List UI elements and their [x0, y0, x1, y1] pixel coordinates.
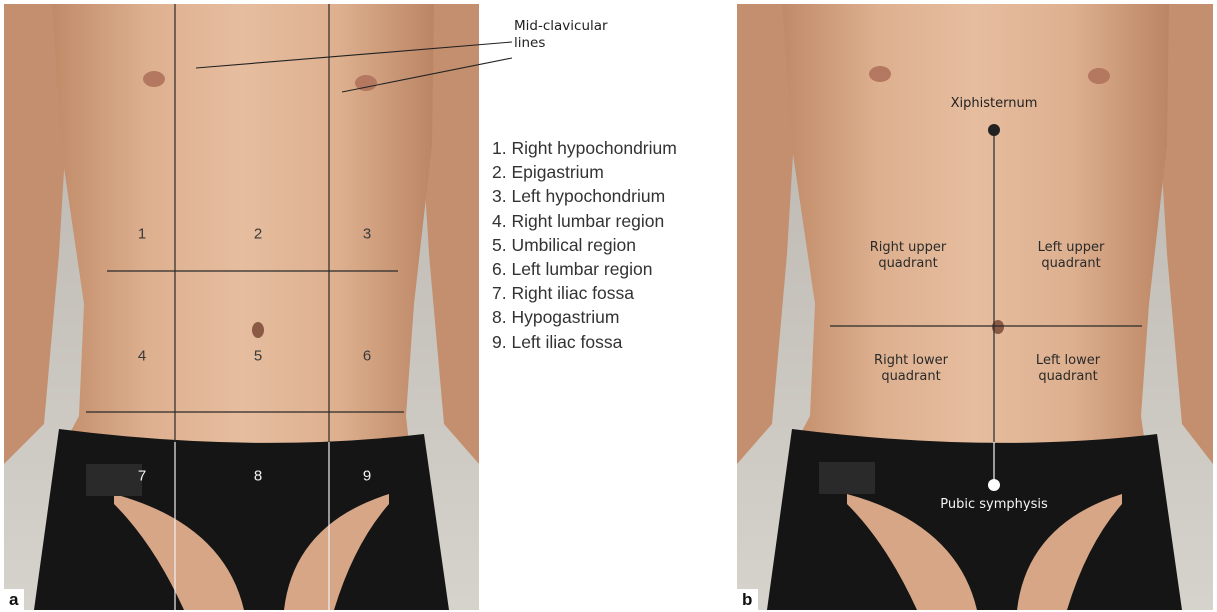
midclavicular-label-line1: Mid-clavicular	[514, 18, 664, 35]
legend-item: 3. Left hypochondrium	[492, 184, 677, 208]
region-legend: 1. Right hypochondrium 2. Epigastrium 3.…	[492, 136, 677, 354]
legend-item: 4. Right lumbar region	[492, 209, 677, 233]
quadrant-label-line1: Right lower	[874, 353, 948, 369]
right-lower-quadrant-label: Right lower quadrant	[874, 353, 948, 385]
quadrant-label-line2: quadrant	[1038, 256, 1105, 272]
legend-item: 8. Hypogastrium	[492, 305, 677, 329]
quadrant-label-line1: Left upper	[1038, 240, 1105, 256]
pubic-symphysis-marker	[988, 479, 1000, 491]
quadrant-label-line2: quadrant	[874, 369, 948, 385]
left-lower-quadrant-label: Left lower quadrant	[1036, 353, 1100, 385]
legend-item: 5. Umbilical region	[492, 233, 677, 257]
legend-item: 9. Left iliac fossa	[492, 330, 677, 354]
panel-b-letter: b	[737, 589, 758, 610]
legend-item: 2. Epigastrium	[492, 160, 677, 184]
xiphisternum-marker	[988, 124, 1000, 136]
midclavicular-lines-label: Mid-clavicular lines	[514, 18, 664, 52]
xiphisternum-label: Xiphisternum	[951, 96, 1038, 111]
quadrant-label-line2: quadrant	[870, 256, 946, 272]
pubic-symphysis-label: Pubic symphysis	[940, 497, 1047, 512]
photo-panel-b: Xiphisternum Pubic symphysis Right upper…	[737, 4, 1213, 610]
quadrant-label-line1: Left lower	[1036, 353, 1100, 369]
abdomen-photo-b	[737, 4, 1213, 610]
left-upper-quadrant-label: Left upper quadrant	[1038, 240, 1105, 272]
legend-item: 6. Left lumbar region	[492, 257, 677, 281]
quadrant-label-line2: quadrant	[1036, 369, 1100, 385]
legend-item: 7. Right iliac fossa	[492, 281, 677, 305]
right-upper-quadrant-label: Right upper quadrant	[870, 240, 946, 272]
quadrant-label-line1: Right upper	[870, 240, 946, 256]
legend-item: 1. Right hypochondrium	[492, 136, 677, 160]
midclavicular-label-line2: lines	[514, 35, 664, 52]
